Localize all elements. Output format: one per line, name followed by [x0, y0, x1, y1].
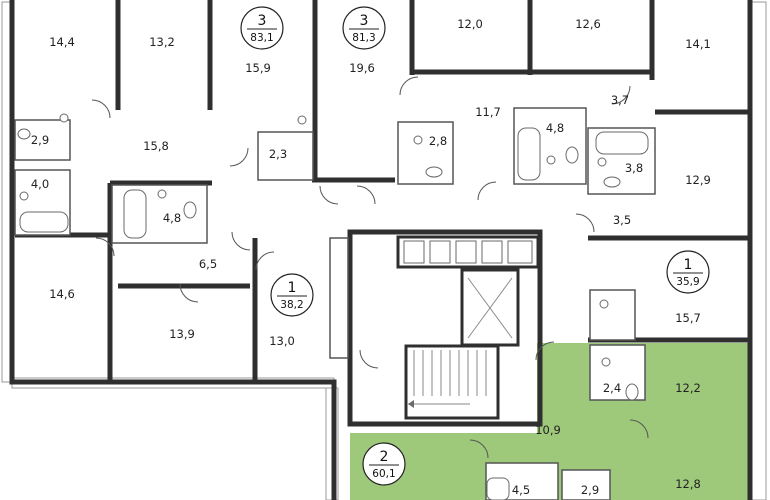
room-area-label: 4,0 — [31, 177, 49, 191]
badge-total-area: 60,1 — [372, 468, 395, 480]
room-area-label: 15,8 — [143, 139, 169, 153]
badge-room-count: 3 — [258, 13, 267, 29]
room-area-label: 14,4 — [49, 35, 75, 49]
badge-circle — [362, 442, 406, 486]
room-area-label: 2,8 — [429, 134, 447, 148]
room-area-label: 2,9 — [581, 483, 599, 497]
apartment-badge-apt-3a[interactable]: 383,1 — [240, 6, 284, 50]
room-area-label: 6,5 — [199, 257, 217, 271]
room-area-label: 14,6 — [49, 287, 75, 301]
room-area-label: 2,4 — [603, 381, 621, 395]
badge-room-count: 3 — [360, 13, 369, 29]
room-area-label: 11,7 — [475, 105, 501, 119]
room-area-label: 2,3 — [269, 147, 287, 161]
room-area-label: 13,0 — [269, 334, 295, 348]
badge-circle — [666, 250, 710, 294]
room-area-label: 12,0 — [457, 17, 483, 31]
room-area-label: 15,9 — [245, 61, 271, 75]
apartment-badge-apt-1a[interactable]: 138,2 — [270, 273, 314, 317]
room-area-label: 3,7 — [611, 93, 629, 107]
badge-room-count: 1 — [684, 257, 693, 273]
room-area-label: 4,8 — [546, 121, 564, 135]
structural-walls — [9, 0, 753, 500]
door-swings — [91, 76, 649, 459]
room-area-label: 12,8 — [675, 477, 701, 491]
apartment-badge-apt-2[interactable]: 260,1 — [362, 442, 406, 486]
room-area-label: 4,8 — [163, 211, 181, 225]
room-area-label: 3,5 — [613, 213, 631, 227]
room-area-label: 10,9 — [535, 423, 561, 437]
room-area-labels: 14,4 13,2 15,9 19,6 12,0 12,6 14,1 2,9 15,8 2,3 2,… — [31, 17, 711, 497]
room-area-label: 12,2 — [675, 381, 701, 395]
room-area-label: 15,7 — [675, 311, 701, 325]
badge-total-area: 83,1 — [250, 32, 273, 44]
bathroom-fixtures — [17, 113, 649, 500]
stair-elevator-core — [347, 229, 543, 427]
room-area-label: 19,6 — [349, 61, 375, 75]
room-area-label: 12,6 — [575, 17, 601, 31]
room-area-label: 4,5 — [512, 483, 530, 497]
room-area-label: 13,2 — [149, 35, 175, 49]
apartment-badge-apt-3b[interactable]: 381,3 — [342, 6, 386, 50]
room-area-label: 13,9 — [169, 327, 195, 341]
badge-circle — [240, 6, 284, 50]
room-area-label: 12,9 — [685, 173, 711, 187]
badge-total-area: 38,2 — [280, 299, 303, 311]
apartment-badge-apt-1b[interactable]: 135,9 — [666, 250, 710, 294]
room-area-label: 14,1 — [685, 37, 711, 51]
badge-total-area: 35,9 — [676, 276, 699, 288]
badge-room-count: 1 — [288, 280, 297, 296]
highlighted-apartment[interactable] — [350, 343, 750, 500]
room-area-label: 2,9 — [31, 133, 49, 147]
badge-circle — [270, 273, 314, 317]
badge-circle — [342, 6, 386, 50]
badge-room-count: 2 — [380, 449, 389, 465]
room-area-label: 3,8 — [625, 161, 643, 175]
badge-total-area: 81,3 — [352, 32, 375, 44]
